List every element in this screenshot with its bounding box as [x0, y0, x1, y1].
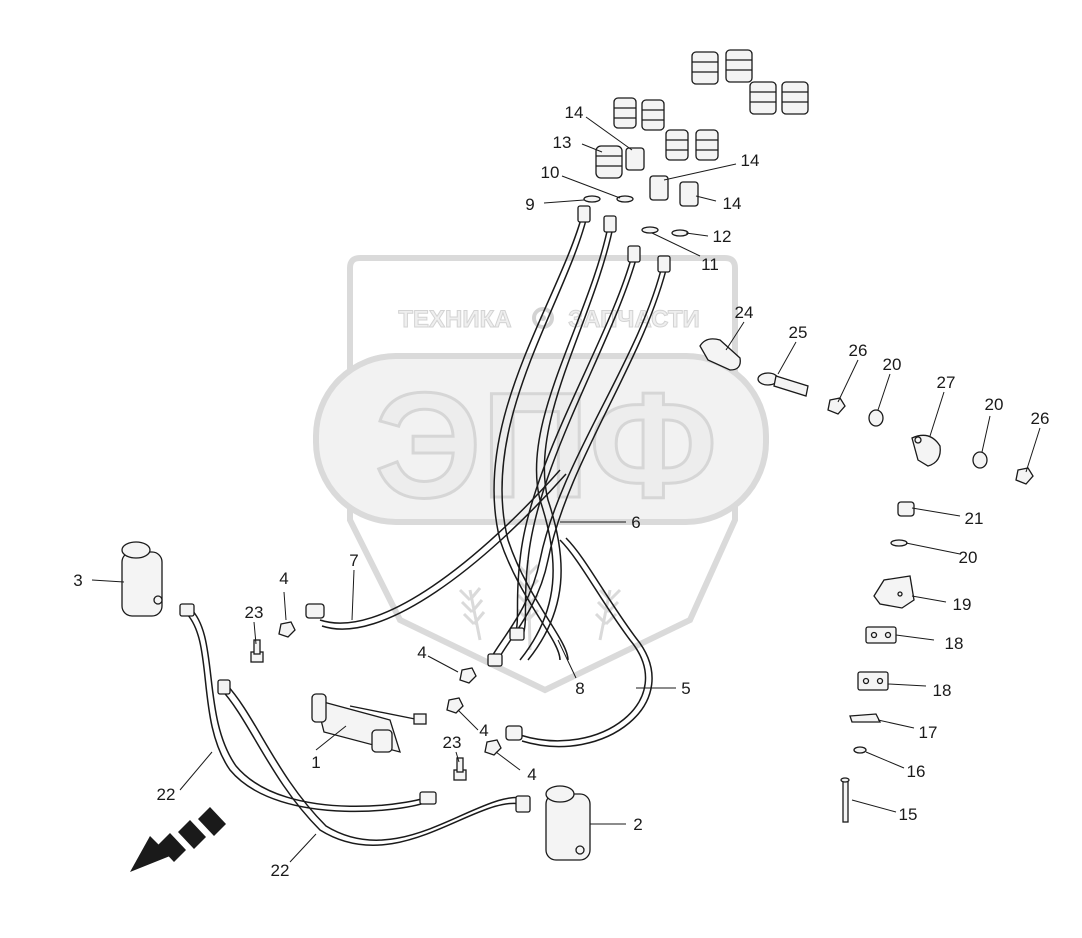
callout-8: 8 [575, 679, 584, 698]
callout-19: 19 [953, 595, 972, 614]
watermark-logo: ЭПФ [375, 361, 718, 529]
hose-22 [184, 607, 530, 846]
callout-20: 20 [883, 355, 902, 374]
direction-arrow-icon [130, 807, 226, 872]
callout-1: 1 [311, 753, 320, 772]
part-14-fitting-icon [649, 175, 669, 201]
callout-7: 7 [349, 551, 358, 570]
part-26-nut-icon [1015, 467, 1034, 485]
callout-3: 3 [73, 571, 82, 590]
watermark: ТЕХНИКА ЗАПЧАСТИ ЭПФ [313, 255, 769, 694]
part-4-nut-icon [278, 621, 296, 638]
part-19-bracket-icon [873, 575, 915, 609]
coupler-icon [695, 129, 719, 161]
parts [121, 49, 1034, 872]
watermark-banner [313, 353, 769, 525]
part-20-washer-icon [868, 409, 884, 427]
part-23-bolt-icon [453, 757, 467, 781]
coupler-icon [641, 99, 665, 131]
callout-16: 16 [907, 762, 926, 781]
callout-4: 4 [527, 765, 536, 784]
leader-lines [91, 116, 1041, 863]
coupler-icon [781, 81, 809, 115]
callout-15: 15 [899, 805, 918, 824]
part-25-lever-icon [757, 372, 809, 397]
part-18-plate-icon [857, 671, 889, 691]
part-16-washer-icon [853, 746, 867, 754]
part-10-seal-icon [616, 195, 634, 203]
callout-9: 9 [525, 195, 534, 214]
part-9-seal-icon [583, 195, 601, 203]
callout-4: 4 [479, 721, 488, 740]
part-11-seal-icon [641, 226, 659, 234]
part-20-washer-icon [890, 539, 908, 547]
coupler-icon [613, 97, 637, 129]
part-24-clamp-icon [699, 338, 741, 371]
coupler-icon [665, 129, 689, 161]
part-4-nut-icon [446, 697, 464, 714]
callout-2: 2 [633, 815, 642, 834]
callout-23: 23 [245, 603, 264, 622]
hose-ends [179, 205, 671, 813]
callouts: 1 2 3 4 4 4 4 5 6 7 8 9 10 11 12 13 14 1… [73, 103, 1049, 880]
callout-26: 26 [1031, 409, 1050, 428]
part-26-nut-icon [827, 397, 846, 415]
part-14-fitting-icon [679, 181, 699, 207]
watermark-brand-right: ЗАПЧАСТИ [568, 306, 700, 333]
callout-22: 22 [271, 861, 290, 880]
part-4-nut-icon [459, 667, 477, 684]
callout-12: 12 [713, 227, 732, 246]
callout-17: 17 [919, 723, 938, 742]
callout-25: 25 [789, 323, 808, 342]
callout-20: 20 [985, 395, 1004, 414]
hose-5 [519, 537, 653, 748]
part-17-wedge-icon [849, 713, 882, 723]
hose-7 [319, 469, 567, 630]
callout-14: 14 [741, 151, 760, 170]
callout-18: 18 [933, 681, 952, 700]
callout-14: 14 [565, 103, 584, 122]
callout-13: 13 [553, 133, 572, 152]
part-21-nut-icon [897, 501, 915, 517]
coupler-icon [749, 81, 777, 115]
callout-10: 10 [541, 163, 560, 182]
part-18-plate-icon [865, 626, 897, 644]
callout-14: 14 [723, 194, 742, 213]
part-4-nut-icon [484, 739, 502, 756]
part-3-cylinder-icon [121, 541, 163, 617]
coupler-icon [725, 49, 753, 83]
callout-18: 18 [945, 634, 964, 653]
part-2-cylinder-icon [545, 785, 591, 861]
callout-4: 4 [279, 569, 288, 588]
watermark-shield [347, 255, 738, 694]
part-14-fitting-icon [625, 147, 645, 171]
callout-11: 11 [701, 255, 719, 274]
callout-22: 22 [157, 785, 176, 804]
part-27-clamp-icon [911, 434, 941, 467]
callout-26: 26 [849, 341, 868, 360]
part-13-socket-icon [595, 145, 623, 179]
part-23-bolt-icon [250, 639, 264, 663]
callout-4: 4 [417, 643, 426, 662]
callout-21: 21 [965, 509, 984, 528]
part-15-pin-icon [840, 777, 850, 823]
callout-27: 27 [937, 373, 956, 392]
callout-6: 6 [631, 513, 640, 532]
part-20-washer-icon [972, 451, 988, 469]
callout-20: 20 [959, 548, 978, 567]
callout-23: 23 [443, 733, 462, 752]
part-1-valve-block-icon [311, 693, 427, 753]
watermark-brand-left: ТЕХНИКА [398, 306, 511, 333]
part-12-seal-icon [671, 229, 689, 237]
callout-24: 24 [735, 303, 754, 322]
callout-5: 5 [681, 679, 690, 698]
coupler-group-top [613, 49, 809, 161]
coupler-icon [691, 51, 719, 85]
